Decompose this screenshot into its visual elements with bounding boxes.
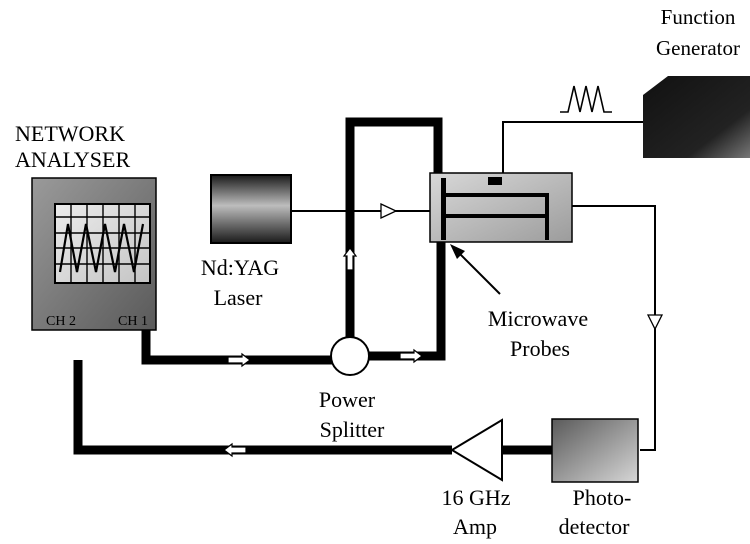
- cable-splitter-to-upper-probe: [345, 117, 443, 338]
- amp-label-line2: Amp: [453, 514, 497, 539]
- microwave-modulator: Microwave Probes: [429, 172, 588, 361]
- network-analyser: CH 2 CH 1 NETWORK ANALYSER: [15, 121, 157, 331]
- arrow-fibre-right: [380, 202, 398, 220]
- amplifier-16ghz: 16 GHz Amp: [441, 418, 511, 539]
- power-splitter: Power Splitter: [319, 336, 385, 442]
- microwave-probes-label: Microwave: [488, 306, 588, 331]
- nd-yag-laser: Nd:YAG Laser: [201, 174, 292, 310]
- arrow-fibre-down: [646, 314, 664, 331]
- network-analyser-label-line2: ANALYSER: [15, 147, 130, 172]
- ch2-label: CH 2: [46, 314, 76, 329]
- cable-amp-to-ch2: [73, 360, 452, 455]
- laser-label: Nd:YAG: [201, 255, 279, 280]
- network-analyser-label: NETWORK: [15, 121, 125, 146]
- microwave-cables: [73, 117, 552, 455]
- analyser-trace: [58, 223, 145, 273]
- arrow-right-splitter-cable: [399, 348, 423, 364]
- function-generator-line: [502, 121, 643, 177]
- microwave-probes-label-line2: Probes: [510, 336, 570, 361]
- power-splitter-label: Power: [319, 387, 376, 412]
- photodetector: Photo- detector: [551, 418, 639, 539]
- function-generator-label: Function: [661, 5, 736, 29]
- laser-label-line2: Laser: [214, 285, 264, 310]
- function-generator: Function Generator: [643, 5, 750, 158]
- photodetector-label-line2: detector: [559, 514, 631, 539]
- arrow-left-ch2-cable: [223, 442, 247, 458]
- function-generator-label-line2: Generator: [656, 36, 740, 60]
- cable-ch1-to-splitter: [141, 330, 332, 365]
- amp-label: 16 GHz: [441, 485, 510, 510]
- arrow-right-ch1-cable: [227, 352, 251, 368]
- ch1-label: CH 1: [118, 314, 148, 329]
- fibre-arrows: [380, 202, 664, 331]
- photodetector-label: Photo-: [573, 485, 632, 510]
- arrow-up-splitter-cable: [342, 247, 358, 271]
- sawtooth-waveform-icon: [560, 85, 612, 113]
- power-splitter-label-line2: Splitter: [320, 417, 385, 442]
- signal-arrows: [223, 247, 423, 458]
- cable-splitter-to-lower-probe: [368, 226, 446, 361]
